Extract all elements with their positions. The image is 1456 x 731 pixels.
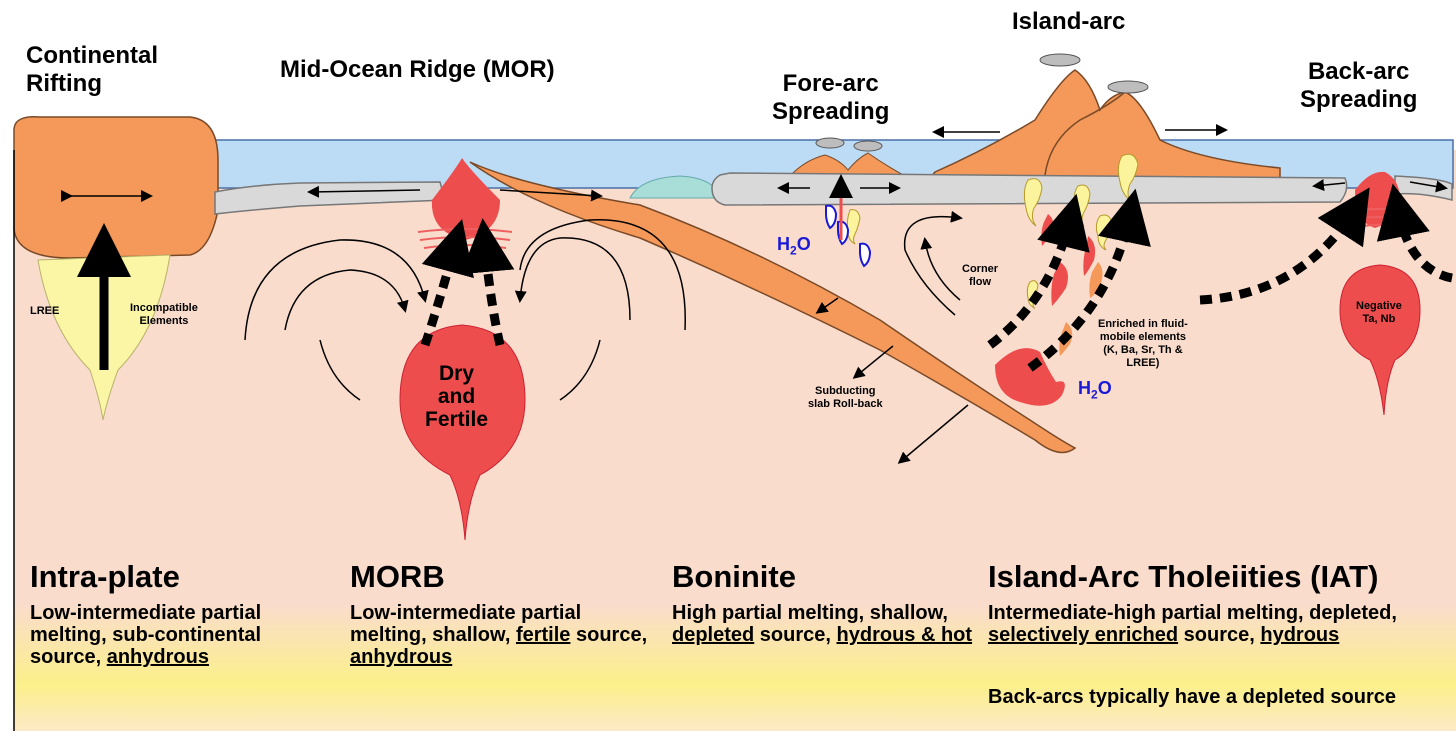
mor-label: Mid-Ocean Ridge (MOR) <box>280 56 555 84</box>
col-morb-desc: Low-intermediate partial melting, shallo… <box>350 602 650 668</box>
island-arc-label: Island-arc <box>1012 8 1125 36</box>
col-intra-plate-title: Intra-plate <box>30 560 180 594</box>
col-morb-title: MORB <box>350 560 445 594</box>
h2o-label-arc: H2O <box>1078 378 1112 402</box>
col-iat-desc: Intermediate-high partial melting, deple… <box>988 602 1428 646</box>
col-iat-note: Back-arcs typically have a depleted sour… <box>988 686 1418 708</box>
enriched-elements-label: Enriched in fluid-mobile elements(K, Ba,… <box>1098 318 1188 370</box>
col-boninite-desc: High partial melting, shallow, depleted … <box>672 602 977 646</box>
col-boninite-title: Boninite <box>672 560 796 594</box>
col-intra-plate-desc: Low-intermediate partial melting, sub-co… <box>30 602 330 668</box>
lree-label: LREE <box>30 305 59 318</box>
h2o-label-fore-arc: H2O <box>777 234 811 258</box>
col-iat-title: Island-Arc Tholeiities (IAT) <box>988 560 1378 594</box>
island-arc-volcano <box>930 70 1280 178</box>
continent-block <box>14 117 218 258</box>
